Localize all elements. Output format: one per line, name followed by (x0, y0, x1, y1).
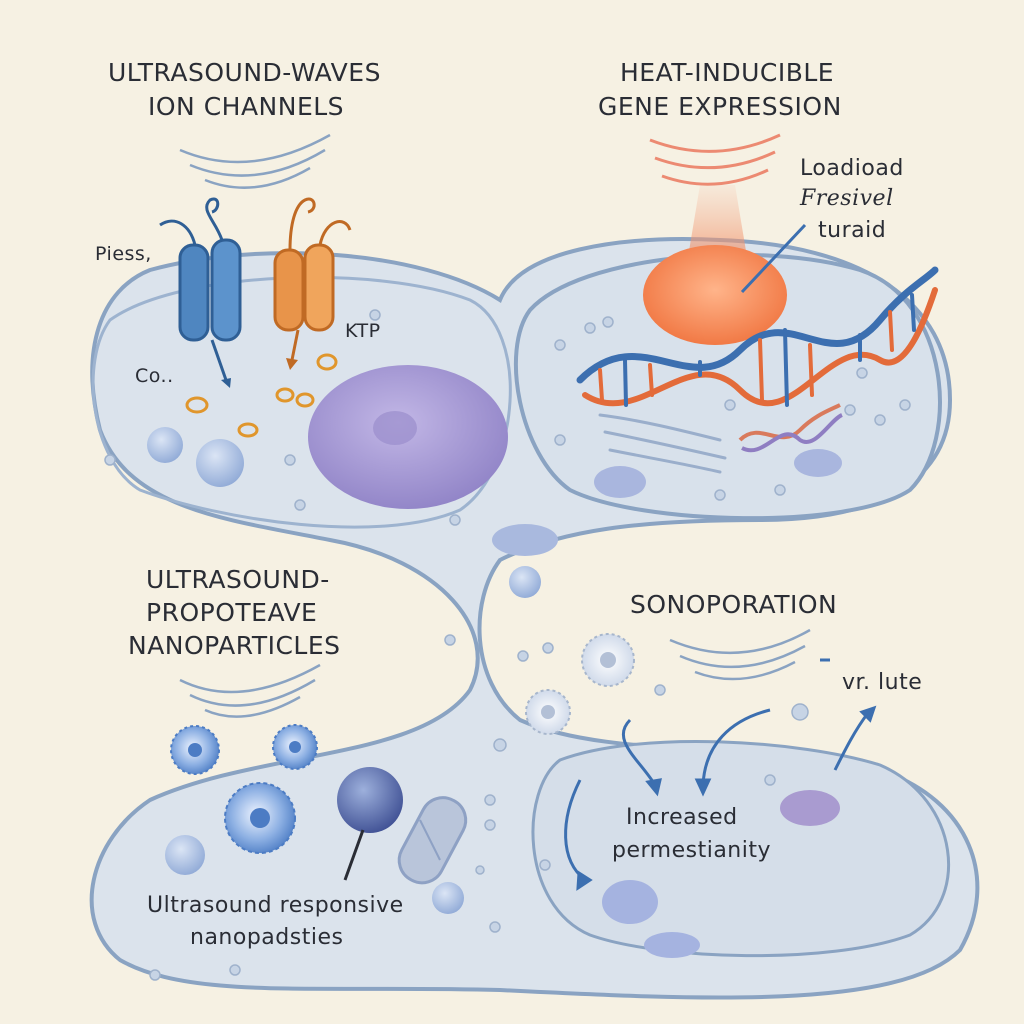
ultrasound-waves-sonoporation (669, 628, 811, 681)
vesicle (509, 566, 541, 598)
organelle-streaks (598, 413, 727, 474)
nanoparticle (170, 725, 220, 775)
piezo-channel (159, 197, 242, 388)
sonoporation-caption-line2: permestianity (612, 838, 772, 863)
nanoparticle-white (525, 689, 571, 735)
elongated-organelle (397, 796, 468, 885)
nanoparticle-white (581, 633, 635, 687)
ion-particles (185, 353, 338, 438)
small-dna-fragment (738, 403, 844, 453)
vesicle (644, 932, 700, 958)
vesicle (794, 449, 842, 477)
nanoparticle (272, 724, 318, 770)
nanoparticle (224, 782, 296, 854)
vesicle (165, 835, 205, 875)
heat-source (643, 245, 787, 345)
nanoparticles-title-line1: ULTRASOUND- (146, 565, 330, 594)
calcium-label: Co.. (135, 365, 174, 387)
vesicle (602, 880, 658, 924)
ktp-channel (273, 197, 352, 370)
nanoparticles-caption-line1: Ultrasound responsive (147, 893, 404, 918)
nanoparticles-title-line3: NANOPARTICLES (128, 631, 341, 660)
ultrasound-waves-top-left (179, 133, 331, 189)
gene-annotation-line2: Fresivel (800, 186, 894, 211)
dark-nanoparticle (337, 767, 403, 881)
vesicle (594, 466, 646, 498)
annotation-pointer (740, 223, 807, 294)
vesicle (780, 790, 840, 826)
solute-label: vr. lute (842, 670, 923, 695)
sonoporation-caption-line1: Increased (626, 805, 738, 830)
ktp-label: KTP (345, 320, 381, 342)
heat-waves (649, 133, 781, 186)
ion-channels-title-line1: ULTRASOUND-WAVES (108, 58, 381, 87)
dna-helix (576, 266, 939, 407)
gene-annotation-line3: turaid (818, 218, 887, 243)
gene-expression-title-line1: HEAT-INDUCIBLE (620, 58, 835, 87)
ultrasound-waves-middle-left (179, 663, 321, 718)
sonoporation-title: SONOPORATION (630, 590, 838, 619)
vesicle (492, 524, 558, 556)
nanoparticles-caption-line2: nanopadsties (190, 925, 344, 950)
sonoporation-arrows (564, 658, 877, 891)
gene-expression-title-line2: GENE EXPRESSION (598, 92, 842, 121)
ion-channels-title-line2: ION CHANNELS (148, 92, 345, 121)
gene-annotation-line1: Loadioad (800, 156, 904, 181)
vesicle (196, 439, 244, 487)
vesicle (147, 427, 183, 463)
piezo-label: Piess, (95, 243, 152, 265)
vesicle (432, 882, 464, 914)
nucleolus (373, 411, 417, 445)
cytoplasm-granules (104, 309, 911, 981)
nanoparticles-title-line2: PROPOTEAVE (146, 598, 318, 627)
